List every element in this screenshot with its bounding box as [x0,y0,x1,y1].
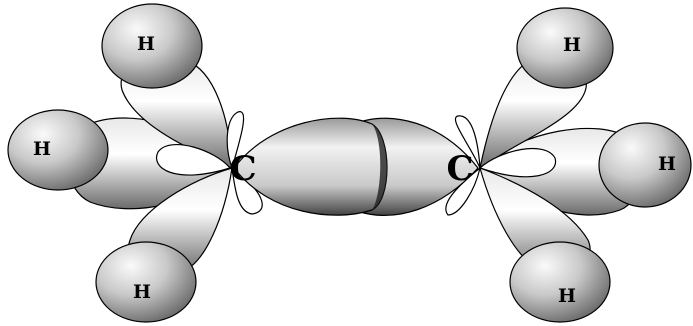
h-label: H [133,281,151,303]
hydrogen-right-bottom: H [509,241,611,323]
h-label: H [137,33,155,55]
h-label: H [558,285,576,307]
cc-bond-shade [372,124,387,210]
carbon-label-left: C [229,149,256,189]
hydrogen-left-top: H [101,3,203,89]
carbon-label-right: C [446,149,473,189]
hydrogen-right-top: H [516,7,614,89]
hydrogen-right-mid: H [598,122,692,208]
h-label: H [658,153,676,175]
h-label: H [33,138,51,160]
h-label: H [563,34,581,56]
right-carbon-small-lobe-1 [478,147,557,178]
right-carbon-small-lobe-2 [454,115,481,169]
left-carbon-small-lobe-2 [226,111,245,170]
hydrogen-left-bottom: H [95,241,197,323]
hydrogen-left-mid: H [7,109,109,191]
left-carbon-small-lobe-1 [156,143,232,176]
